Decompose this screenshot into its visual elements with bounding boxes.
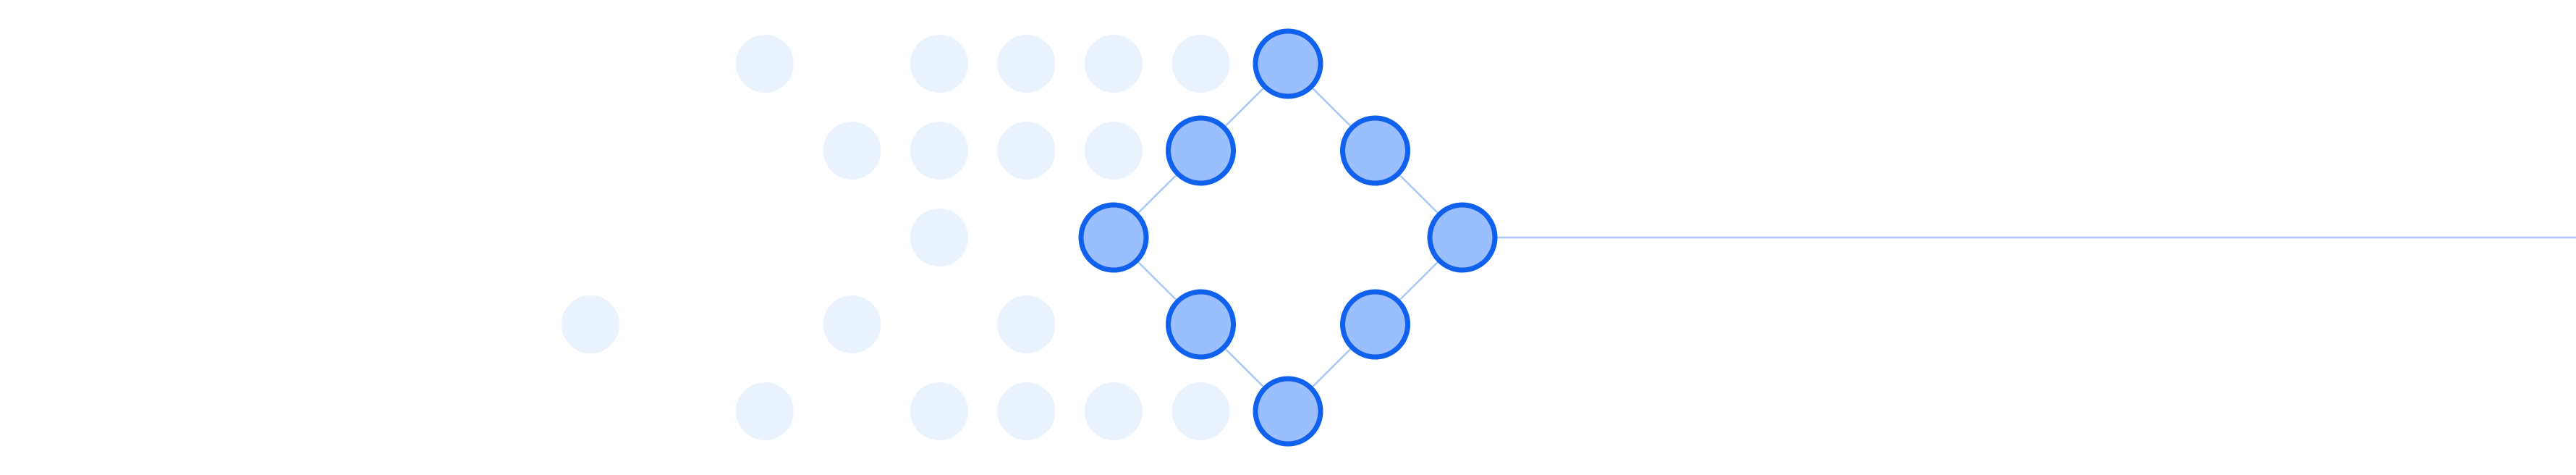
node-lower-left [1166,289,1236,360]
faded-dot [910,382,968,440]
faded-dot [910,35,968,93]
faded-dot [997,122,1056,180]
node-upper-left [1166,115,1236,186]
connector-line [1224,88,1264,127]
faded-dot [736,35,794,93]
connector-lines [1137,88,2576,387]
faded-dot [997,382,1056,440]
node-left [1078,202,1149,273]
faded-dot-grid [562,35,1230,440]
node-upper-right [1340,115,1410,186]
faded-dot [997,35,1056,93]
faded-dot [823,122,881,180]
faded-dot [736,382,794,440]
node-bottom [1253,376,1323,447]
connector-line [1312,348,1352,387]
faded-dot [910,122,968,180]
connector-line [1399,175,1439,214]
faded-dot [823,295,881,353]
node-right [1427,202,1498,273]
faded-dot [1172,382,1230,440]
connector-line [1137,175,1177,214]
connector-line [1399,261,1439,300]
connector-line [1137,261,1177,300]
faded-dot [910,209,968,266]
faded-dot [562,295,619,353]
connector-line [1312,88,1352,127]
node-top [1253,28,1323,99]
faded-dot [1085,122,1143,180]
faded-dot [997,295,1056,353]
highlighted-nodes [1078,28,1498,447]
connector-line [1224,348,1264,387]
faded-dot [1085,35,1143,93]
node-lower-right [1340,289,1410,360]
faded-dot [1085,382,1143,440]
faded-dot [1172,35,1230,93]
